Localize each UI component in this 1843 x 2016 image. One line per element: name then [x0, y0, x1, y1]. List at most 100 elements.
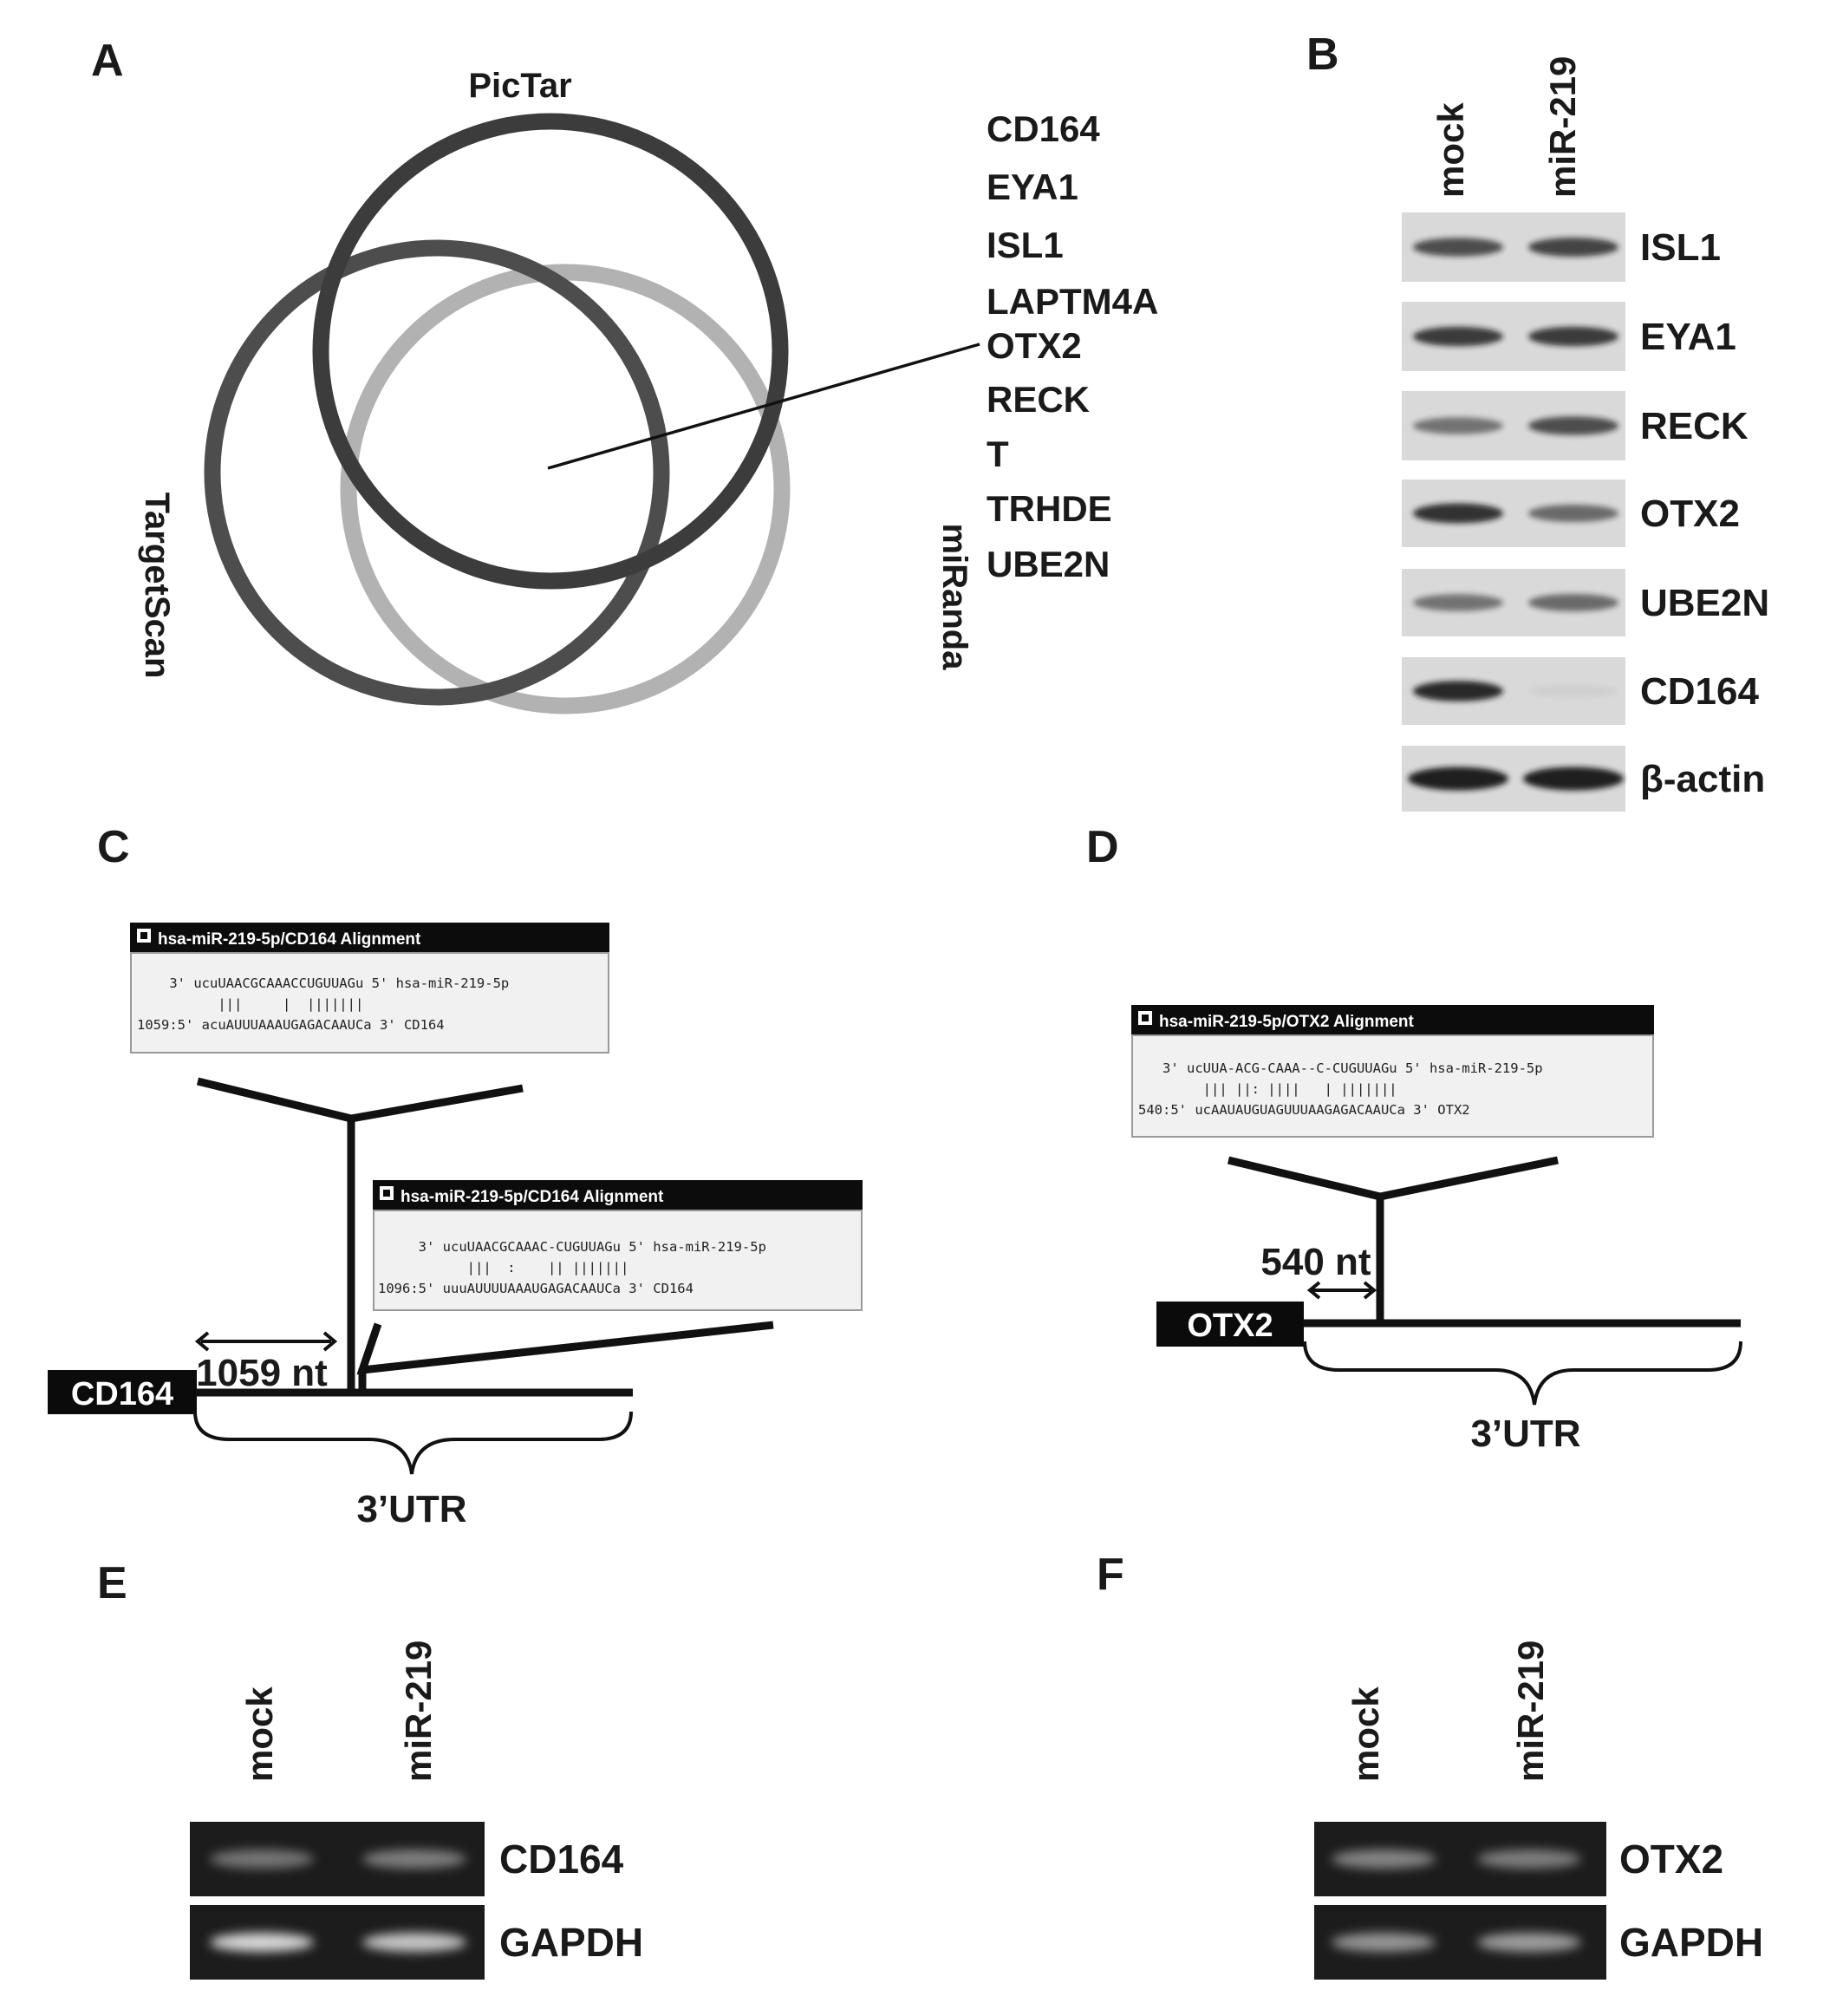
- panel-a: A PicTar TargetScan miRanda CD164EYA1ISL…: [91, 36, 1158, 714]
- panel-b: B mock miR-219 ISL1EYA1RECKOTX2UBE2NCD16…: [1306, 29, 1769, 812]
- gel-band: [362, 1850, 466, 1869]
- panel-e-letter: E: [97, 1558, 127, 1608]
- alignment-box-cd164-1059: hsa-miR-219-5p/CD164 Alignment 3' ucuUAA…: [130, 923, 609, 1054]
- lane-label-mock: mock: [1430, 102, 1471, 198]
- blot-band: [1528, 505, 1618, 522]
- blot-label: ISL1: [1640, 226, 1721, 269]
- alignment-titlebar: [130, 923, 609, 952]
- alignment-box-otx2-540: hsa-miR-219-5p/OTX2 Alignment 3' ucUUA-A…: [1131, 1005, 1654, 1138]
- panel-d: D hsa-miR-219-5p/OTX2 Alignment 3' ucUUA…: [1086, 822, 1742, 1455]
- blot-band: [1528, 416, 1618, 435]
- lane-label-mock: mock: [1345, 1687, 1386, 1782]
- blot-band: [1523, 767, 1624, 791]
- alignment-title: hsa-miR-219-5p/CD164 Alignment: [401, 1188, 664, 1206]
- gene-box-label: OTX2: [1187, 1308, 1273, 1344]
- panel-f-letter: F: [1097, 1550, 1124, 1600]
- utr-brace: [193, 1411, 633, 1475]
- panel-b-letter: B: [1306, 29, 1339, 80]
- alignment-mirna-line: 3' ucuUAACGCAAAC-CUGUUAGu 5' hsa-miR-219…: [378, 1239, 766, 1255]
- blot-label: CD164: [1640, 670, 1759, 713]
- gel-band: [1332, 1933, 1436, 1952]
- gel-band: [1332, 1850, 1436, 1869]
- blot-band: [1408, 767, 1508, 791]
- blot-band: [1413, 503, 1503, 524]
- gel-band: [362, 1933, 466, 1952]
- alignment-body: [130, 952, 609, 1054]
- callout-lines: [1227, 1156, 1559, 1201]
- gel-band: [1477, 1933, 1581, 1952]
- lane-label-mir219: miR-219: [1510, 1641, 1551, 1782]
- blot-label: EYA1: [1640, 316, 1736, 358]
- blot-band: [1413, 681, 1503, 701]
- lane-label-mir219: miR-219: [398, 1641, 439, 1782]
- alignment-bond-line: ||| | |||||||: [137, 996, 363, 1012]
- alignment-bond-line: ||| : || |||||||: [378, 1260, 628, 1275]
- venn-targetscan-circle: [204, 239, 670, 706]
- gene-list-item: RECK: [987, 379, 1090, 420]
- panel-d-letter: D: [1086, 822, 1119, 872]
- blot-band: [1528, 684, 1618, 698]
- blot-label: UBE2N: [1640, 582, 1769, 624]
- blot-band: [1528, 594, 1618, 611]
- utr-brace: [1303, 1341, 1742, 1406]
- callout-lines: [196, 1077, 524, 1123]
- gel-label: OTX2: [1619, 1837, 1723, 1882]
- callout-lines: [356, 1321, 774, 1375]
- gel-label: CD164: [499, 1837, 624, 1882]
- venn-pictar-circle: [312, 113, 789, 590]
- venn-label-targetscan: TargetScan: [138, 493, 176, 679]
- alignment-title: hsa-miR-219-5p/CD164 Alignment: [158, 930, 421, 949]
- gene-list-item: TRHDE: [987, 488, 1112, 529]
- blot-band: [1413, 326, 1503, 347]
- alignment-titlebar: [373, 1180, 863, 1210]
- alignment-titlebar: [1131, 1005, 1654, 1034]
- gene-box-label: CD164: [71, 1376, 173, 1413]
- alignment-body: [1131, 1034, 1654, 1138]
- blot-band: [1413, 238, 1503, 257]
- panel-a-letter: A: [91, 36, 124, 86]
- gene-list-item: T: [987, 434, 1009, 474]
- gel-label: GAPDH: [1619, 1920, 1763, 1965]
- gene-list-item: CD164: [987, 108, 1100, 149]
- gel-band: [210, 1933, 314, 1952]
- gel-band: [1477, 1850, 1581, 1869]
- blot-label: β-actin: [1640, 758, 1765, 800]
- gene-list-item: EYA1: [987, 166, 1078, 207]
- blot-label: OTX2: [1640, 493, 1740, 535]
- venn-label-miranda: miRanda: [935, 524, 974, 671]
- distance-label: 540 nt: [1260, 1241, 1371, 1283]
- distance-label: 1059 nt: [196, 1352, 328, 1394]
- gel-band: [210, 1850, 314, 1869]
- panel-c-letter: C: [97, 822, 130, 872]
- gene-list-item: UBE2N: [987, 544, 1110, 584]
- gene-list-item: ISL1: [987, 225, 1064, 265]
- blot-band: [1413, 417, 1503, 434]
- alignment-bond-line: ||| ||: |||| | |||||||: [1138, 1081, 1397, 1097]
- gene-box-cd164: [48, 1370, 197, 1414]
- blot-band: [1528, 326, 1618, 347]
- panel-c: C hsa-miR-219-5p/CD164 Alignment 3' ucuU…: [48, 822, 863, 1530]
- gel-label: GAPDH: [499, 1920, 643, 1965]
- alignment-box-cd164-1096: hsa-miR-219-5p/CD164 Alignment 3' ucuUAA…: [373, 1180, 863, 1311]
- alignment-body: [373, 1210, 863, 1311]
- alignment-target-line: 540:5' ucAAUAUGUAGUUUAAGAGACAAUCa 3' OTX…: [1138, 1102, 1470, 1118]
- venn-miranda-circle: [340, 264, 791, 714]
- blot-label: RECK: [1640, 405, 1749, 447]
- venn-intersection-pointer: [547, 343, 980, 470]
- utr-label: 3’UTR: [1470, 1413, 1580, 1455]
- blot-band: [1413, 594, 1503, 611]
- alignment-target-line: 1059:5' acuAUUUAAAUGAGACAAUCa 3' CD164: [137, 1017, 445, 1033]
- alignment-mirna-line: 3' ucuUAACGCAAACCUGUUAGu 5' hsa-miR-219-…: [137, 975, 509, 991]
- venn-label-pictar: PicTar: [468, 67, 571, 105]
- alignment-mirna-line: 3' ucUUA-ACG-CAAA--C-CUGUUAGu 5' hsa-miR…: [1138, 1060, 1543, 1076]
- alignment-target-line: 1096:5' uuuAUUUUAAAUGAGACAAUCa 3' CD164: [378, 1281, 694, 1296]
- alignment-title: hsa-miR-219-5p/OTX2 Alignment: [1159, 1013, 1415, 1031]
- blot-band: [1528, 238, 1618, 257]
